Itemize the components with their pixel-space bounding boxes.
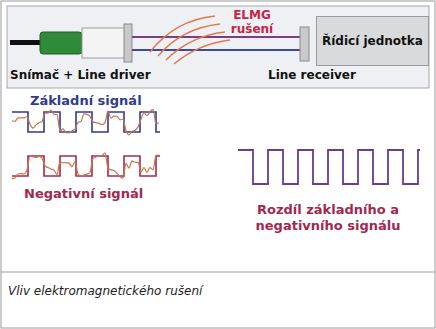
difference-signal (238, 150, 420, 184)
signal-wire (132, 49, 300, 51)
label-text: Line receiver (268, 68, 356, 82)
sensor-body (40, 32, 82, 54)
driver-connector (124, 24, 132, 62)
interference-waves (150, 16, 230, 64)
control-unit-box: Řídicí jednotka (316, 16, 429, 66)
label-text: Negativní signál (24, 186, 143, 202)
line-driver (82, 28, 130, 58)
square-signal (12, 156, 160, 176)
square-signal (12, 112, 160, 132)
signal-wire (132, 36, 300, 38)
label-text: Snímač + Line driver (10, 68, 151, 82)
noise-signal (12, 153, 159, 179)
waveforms (12, 109, 420, 184)
caption: Vliv elektromagnetického rušení (8, 284, 202, 298)
illustration-panel (7, 6, 429, 88)
label-text: Základní signál (30, 93, 142, 109)
line-receiver (300, 27, 309, 61)
label-text: ELMG rušení (222, 8, 282, 36)
box-text: Řídicí jednotka (322, 34, 423, 49)
label-text: Rozdíl základního a negativního signálu (248, 202, 408, 234)
sensor-cable (10, 40, 42, 45)
noise-signal (12, 109, 159, 134)
caption-rule (1, 272, 435, 273)
